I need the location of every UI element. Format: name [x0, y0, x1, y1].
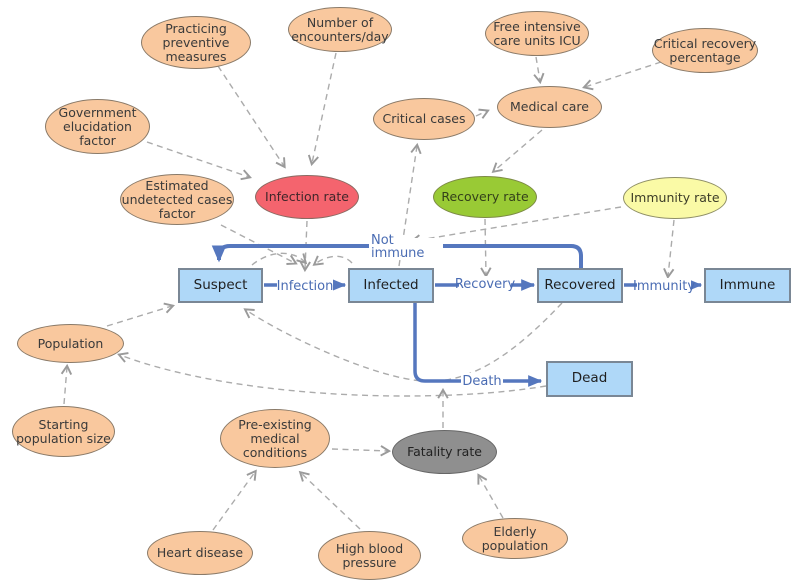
node-label: Infection rate — [265, 189, 349, 204]
node-label: Pre-existing medical conditions — [238, 416, 312, 460]
node-heart-disease[interactable]: Heart disease — [147, 531, 253, 575]
node-label: High blood pressure — [335, 540, 404, 570]
node-label: Population — [37, 335, 104, 351]
node-number-of-encounters[interactable]: Number of encounters/day — [288, 7, 392, 52]
node-critical-cases[interactable]: Critical cases — [373, 98, 475, 140]
node-label: Recovery rate — [441, 189, 529, 204]
node-label: Number of encounters/day — [291, 14, 389, 44]
edge-icu-to-medical-care — [533, 56, 545, 85]
edge-practicing-to-infection-rate — [217, 65, 286, 169]
edge-critical-recovery-to-medical-care — [582, 61, 662, 91]
flow-label-death: Death — [461, 373, 503, 389]
edge-immunity-rate-to-not-immune — [409, 206, 622, 246]
edge-immunity-rate-to-immunity-flow — [663, 219, 675, 280]
node-label: Critical cases — [382, 111, 466, 126]
edge-encounters-to-infection-rate — [307, 52, 337, 167]
node-label: Starting population size — [16, 416, 111, 446]
node-immunity-rate[interactable]: Immunity rate — [623, 177, 727, 219]
edge-starting-to-population — [60, 363, 73, 405]
edge-critical-cases-to-medical-care — [475, 108, 490, 119]
flow-death-arrow[interactable] — [413, 303, 543, 387]
node-label: Practicing preventive measures — [162, 20, 230, 64]
edge-estimated-to-infection-flow — [220, 224, 298, 265]
node-label: Immunity rate — [630, 190, 720, 205]
stock-immune[interactable]: Immune — [704, 268, 791, 303]
node-label: Free intensive care units ICU — [493, 18, 581, 48]
edge-elderly-to-fatality — [477, 473, 504, 519]
node-elderly-population[interactable]: Elderly population — [462, 518, 568, 559]
node-label: Heart disease — [156, 545, 244, 560]
node-fatality-rate[interactable]: Fatality rate — [392, 430, 497, 474]
stock-dead[interactable]: Dead — [546, 361, 633, 397]
node-practicing-preventive-measures[interactable]: Practicing preventive measures — [141, 16, 251, 69]
node-high-blood-pressure[interactable]: High blood pressure — [318, 531, 421, 580]
node-label: Government elucidation factor — [58, 104, 137, 148]
flow-label-recovery: Recovery — [454, 276, 516, 292]
stock-label: Suspect — [193, 276, 248, 293]
edge-infected-to-infection-flow — [312, 255, 353, 266]
node-label: Fatality rate — [407, 444, 482, 459]
edge-highblood-to-preexisting — [298, 470, 361, 530]
edge-medical-care-to-recovery-rate — [491, 129, 543, 174]
edge-recovered-to-suspect — [243, 302, 563, 382]
node-label: Estimated undetected cases factor — [121, 177, 233, 221]
node-preexisting-medical-conditions[interactable]: Pre-existing medical conditions — [220, 409, 330, 468]
node-medical-care[interactable]: Medical care — [497, 86, 602, 128]
node-label: Medical care — [510, 99, 589, 114]
node-label: Elderly population — [481, 523, 549, 553]
node-label: Critical recovery percentage — [653, 35, 757, 65]
flow-label-infection: Infection — [276, 278, 334, 294]
stock-recovered[interactable]: Recovered — [537, 268, 623, 303]
flow-label-immunity: Immunity — [632, 278, 696, 294]
stock-label: Immune — [719, 276, 776, 293]
stock-label: Infected — [363, 276, 419, 293]
node-starting-population-size[interactable]: Starting population size — [12, 406, 115, 457]
node-infection-rate[interactable]: Infection rate — [255, 175, 359, 219]
stock-suspect[interactable]: Suspect — [178, 268, 263, 303]
edge-heart-to-preexisting — [212, 469, 257, 531]
stock-label: Recovered — [544, 276, 616, 293]
node-recovery-rate[interactable]: Recovery rate — [433, 176, 537, 218]
edge-population-to-suspect — [106, 302, 175, 327]
edge-government-to-infection-rate — [146, 141, 252, 181]
node-government-elucidation-factor[interactable]: Government elucidation factor — [45, 99, 150, 154]
stock-label: Dead — [571, 370, 608, 387]
flow-label-not-immune: Not immune — [369, 234, 443, 260]
node-population[interactable]: Population — [17, 324, 124, 363]
edge-preexisting-to-fatality — [331, 445, 392, 457]
edge-recovery-rate-to-recovery-flow — [480, 218, 492, 279]
node-estimated-undetected-cases[interactable]: Estimated undetected cases factor — [120, 174, 234, 225]
node-critical-recovery-percentage[interactable]: Critical recovery percentage — [652, 28, 758, 73]
edge-suspect-to-infection-flow — [251, 252, 308, 266]
node-free-icu[interactable]: Free intensive care units ICU — [485, 11, 589, 56]
stock-infected[interactable]: Infected — [348, 268, 434, 303]
